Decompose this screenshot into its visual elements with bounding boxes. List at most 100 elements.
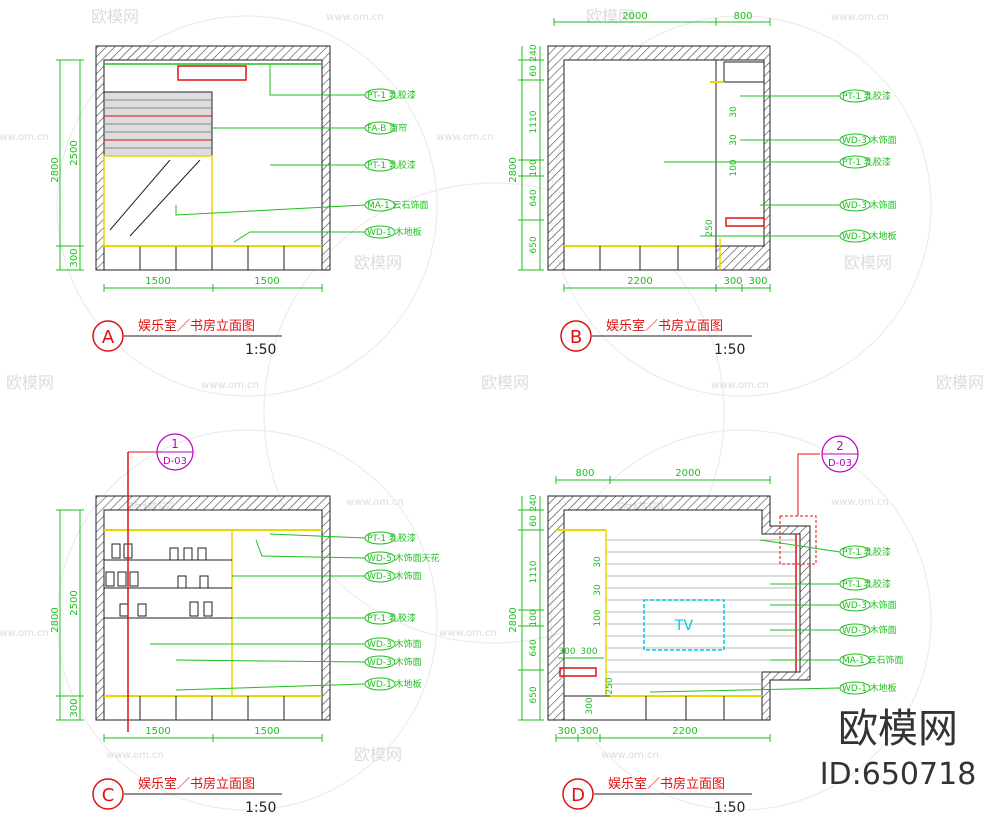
watermark-site: www.om.cn bbox=[436, 132, 494, 143]
svg-text:2: 2 bbox=[836, 439, 844, 453]
label-a-5: WD-1 木地板 bbox=[367, 226, 422, 238]
elevation-letter-a: A bbox=[102, 327, 115, 348]
svg-text:WD-3 木饰面: WD-3 木饰面 bbox=[842, 599, 897, 611]
svg-text:WD-3 木饰面: WD-3 木饰面 bbox=[367, 638, 422, 650]
elevation-marker-c bbox=[92, 778, 124, 810]
svg-text:300: 300 bbox=[557, 726, 576, 737]
dim-left-b-4: 100 bbox=[529, 159, 539, 176]
elevation-title-c: 娱乐室／书房立面图 bbox=[138, 776, 255, 792]
watermark-site: www.om.cn bbox=[711, 380, 769, 391]
svg-text:MA-1 云石饰面: MA-1 云石饰面 bbox=[842, 654, 904, 666]
elevation-letter-d: D bbox=[571, 785, 585, 806]
watermark-brand: 欧模网 bbox=[844, 253, 892, 272]
callout-d: 2 D-03 bbox=[821, 435, 859, 473]
svg-text:WD-1 木地板: WD-1 木地板 bbox=[367, 678, 422, 690]
svg-text:WD-3 木饰面: WD-3 木饰面 bbox=[842, 199, 897, 211]
svg-text:650: 650 bbox=[529, 686, 539, 703]
svg-text:PT-1 乳胶漆: PT-1 乳胶漆 bbox=[367, 532, 416, 544]
svg-text:300: 300 bbox=[69, 698, 80, 717]
svg-text:300: 300 bbox=[585, 697, 595, 714]
svg-text:PT-1 乳胶漆: PT-1 乳胶漆 bbox=[842, 156, 891, 168]
watermark-site: www.om.cn bbox=[326, 12, 384, 23]
svg-text:300: 300 bbox=[558, 647, 575, 657]
watermark-site: www.om.cn bbox=[201, 380, 259, 391]
dim-left-b-6: 650 bbox=[529, 236, 539, 253]
brand-footer: 欧模网 ID:650718 bbox=[820, 706, 977, 792]
elevation-scale-d: 1:50 bbox=[714, 800, 745, 816]
watermark-site: www.om.cn bbox=[106, 750, 164, 761]
dim-left-b-2: 60 bbox=[529, 65, 539, 77]
dim-top-b-2: 800 bbox=[733, 11, 752, 22]
svg-text:WD-3 木饰面: WD-3 木饰面 bbox=[367, 656, 422, 668]
watermark-brand: 欧模网 bbox=[481, 373, 529, 392]
label-a-4: MA-1 云石饰面 bbox=[367, 199, 429, 211]
svg-text:2200: 2200 bbox=[672, 726, 697, 737]
dim-top-b-1: 2000 bbox=[622, 11, 647, 22]
svg-text:PT-1 乳胶漆: PT-1 乳胶漆 bbox=[367, 612, 416, 624]
dim-left-upper: 2500 bbox=[69, 140, 80, 165]
svg-text:240: 240 bbox=[529, 494, 539, 511]
material-labels-c: PT-1 乳胶漆 WD-5 木饰面天花 WD-3 木饰面 PT-1 乳胶漆 WD… bbox=[364, 531, 440, 691]
dim-bottom-b-2: 300 bbox=[723, 276, 742, 287]
svg-text:PT-1 乳胶漆: PT-1 乳胶漆 bbox=[842, 578, 891, 590]
elevation-a: 2800 2500 300 1500 1500 PT-1 乳胶漆 FA-B 窗帘… bbox=[50, 45, 429, 358]
svg-text:30: 30 bbox=[593, 584, 603, 596]
svg-text:D-03: D-03 bbox=[828, 458, 852, 469]
svg-text:2800: 2800 bbox=[508, 607, 519, 632]
callout-c: 1 D-03 bbox=[156, 433, 194, 471]
dim-bottom-1: 1500 bbox=[145, 276, 170, 287]
elevation-letter-c: C bbox=[102, 785, 115, 806]
svg-text:1500: 1500 bbox=[254, 726, 279, 737]
tv-label: TV bbox=[674, 618, 694, 634]
svg-text:PT-1 乳胶漆: PT-1 乳胶漆 bbox=[842, 90, 891, 102]
watermark-site: www.om.cn bbox=[0, 132, 49, 143]
elevation-scale-b: 1:50 bbox=[714, 342, 745, 358]
elevation-b: 2000 800 2800 240 60 1110 100 640 650 30… bbox=[508, 11, 897, 358]
dim-inner-b-4: 250 bbox=[705, 219, 715, 236]
svg-text:60: 60 bbox=[529, 515, 539, 527]
dim-bottom-b-3: 300 bbox=[748, 276, 767, 287]
svg-text:1: 1 bbox=[171, 437, 179, 451]
watermark-brand: 欧模网 bbox=[586, 7, 634, 26]
svg-text:PT-1 乳胶漆: PT-1 乳胶漆 bbox=[842, 546, 891, 558]
svg-text:WD-3 木饰面: WD-3 木饰面 bbox=[842, 134, 897, 146]
dim-left-lower: 300 bbox=[69, 248, 80, 267]
watermark-brand: 欧模网 bbox=[6, 373, 54, 392]
dim-left-total: 2800 bbox=[50, 157, 61, 182]
svg-text:250: 250 bbox=[605, 677, 615, 694]
watermark-site: www.om.cn bbox=[0, 628, 49, 639]
svg-text:2500: 2500 bbox=[69, 590, 80, 615]
watermark-brand: 欧模网 bbox=[91, 7, 139, 26]
brand-id: ID:650718 bbox=[820, 757, 977, 792]
svg-text:640: 640 bbox=[529, 639, 539, 656]
elevation-title-b: 娱乐室／书房立面图 bbox=[606, 318, 723, 334]
elevation-d: TV 800 2000 2800 240 60 1110 100 640 650… bbox=[508, 435, 904, 816]
label-a-2: FA-B 窗帘 bbox=[367, 122, 407, 134]
svg-text:WD-1 木地板: WD-1 木地板 bbox=[842, 682, 897, 694]
svg-text:300: 300 bbox=[579, 726, 598, 737]
svg-text:800: 800 bbox=[575, 468, 594, 479]
label-a-3: PT-1 乳胶漆 bbox=[367, 159, 416, 171]
curtain bbox=[103, 91, 213, 157]
svg-text:WD-3 木饰面: WD-3 木饰面 bbox=[842, 624, 897, 636]
watermark-brand: 欧模网 bbox=[354, 745, 402, 764]
watermark-site: www.om.cn bbox=[831, 497, 889, 508]
elevation-marker-b bbox=[560, 320, 592, 352]
elevation-marker-d bbox=[562, 778, 594, 810]
material-labels-a: PT-1 乳胶漆 FA-B 窗帘 PT-1 乳胶漆 MA-1 云石饰面 WD-1… bbox=[364, 88, 429, 239]
dim-left-b-1: 240 bbox=[529, 44, 539, 61]
elevation-c: 2800 2500 300 1500 1500 1 D-03 PT-1 乳胶漆 … bbox=[50, 433, 440, 816]
dim-left-b-3: 1110 bbox=[529, 110, 539, 133]
svg-text:WD-5 木饰面天花: WD-5 木饰面天花 bbox=[367, 552, 440, 564]
svg-text:1110: 1110 bbox=[529, 560, 539, 583]
svg-text:WD-1 木地板: WD-1 木地板 bbox=[842, 230, 897, 242]
watermark-brand: 欧模网 bbox=[354, 253, 402, 272]
watermark-brand: 欧模网 bbox=[936, 373, 984, 392]
svg-text:100: 100 bbox=[593, 609, 603, 626]
elevation-scale-a: 1:50 bbox=[245, 342, 276, 358]
material-labels-b: PT-1 乳胶漆 WD-3 木饰面 PT-1 乳胶漆 WD-3 木饰面 WD-1… bbox=[839, 89, 897, 243]
elevation-title-d: 娱乐室／书房立面图 bbox=[608, 776, 725, 792]
elevation-title-a: 娱乐室／书房立面图 bbox=[138, 318, 255, 334]
svg-text:D-03: D-03 bbox=[163, 456, 187, 467]
